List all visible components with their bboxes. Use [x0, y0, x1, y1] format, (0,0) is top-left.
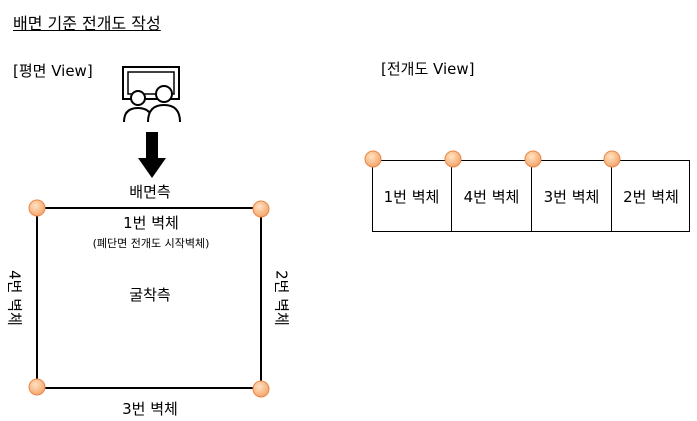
wall-4-label: 4번 벽체: [5, 270, 24, 326]
wall-1-note: (폐단면 전개도 시작벽체): [92, 237, 210, 250]
back-side-label: 배면측: [129, 183, 171, 201]
down-arrow-icon: [138, 132, 166, 178]
dev-node-4: [603, 150, 621, 168]
dev-cell-2: 4번 벽체: [452, 160, 532, 232]
wall-1-label: 1번 벽체: [123, 214, 179, 232]
excavation-side-label: 굴착측: [129, 286, 171, 304]
dev-cell-4: 2번 벽체: [623, 187, 679, 206]
plan-view-label: [평면 View]: [13, 62, 93, 80]
plan-node-top-right: [252, 200, 270, 218]
plan-node-top-left: [28, 199, 46, 217]
dev-node-3: [524, 150, 542, 168]
plan-node-bottom-left: [28, 378, 46, 396]
diagram-title: 배면 기준 전개도 작성: [13, 14, 161, 33]
dev-node-2: [444, 150, 462, 168]
wall-3-label: 3번 벽체: [122, 400, 178, 418]
plan-node-bottom-right: [252, 380, 270, 398]
wall-2-label: 2번 벽체: [272, 270, 291, 326]
dev-cell-1: 1번 벽체: [372, 160, 452, 232]
dev-node-1: [364, 150, 382, 168]
viewer-icon: [122, 66, 181, 123]
dev-cell-3: 3번 벽체: [532, 160, 612, 232]
development-view-label: [전개도 View]: [381, 60, 475, 78]
